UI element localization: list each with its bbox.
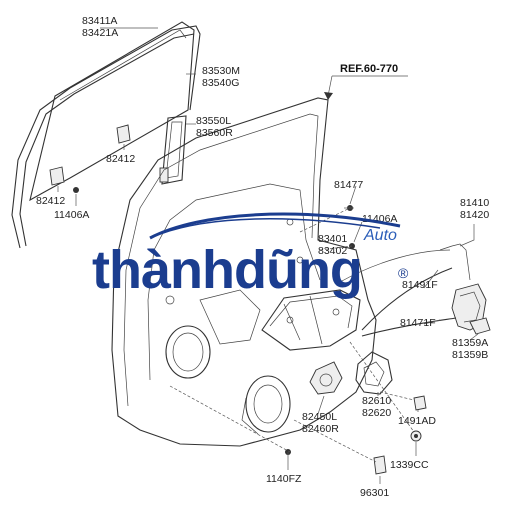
run-channel: [11, 25, 201, 249]
part-labels: REF.60-770 83411A 83421A 83530M 83540G 8…: [36, 15, 489, 499]
label-handle-2: 82620: [362, 407, 391, 419]
inner-handle: [355, 351, 393, 395]
label-regulator-2: 83402: [318, 245, 347, 257]
speaker-lower: [241, 375, 291, 435]
label-glass-1: 83411A: [82, 15, 117, 27]
label-run-channel-2: 83540G: [202, 77, 239, 89]
label-clip-top: 82412: [106, 153, 135, 165]
window-regulator: [261, 289, 361, 351]
bolt-lower-right-part: [413, 395, 427, 411]
regulator-motor: [309, 361, 343, 395]
ref-label: REF.60-770: [340, 63, 398, 75]
label-glass-2: 83421A: [82, 27, 118, 39]
label-actuator-1: 81359A: [452, 337, 488, 349]
ref-arrow: [324, 75, 408, 100]
screw-bottom-part: [373, 455, 387, 475]
bolt-bottom-part: [285, 449, 291, 462]
label-bolt-bottom: 1140FZ: [266, 473, 302, 485]
label-rear-channel-2: 83560R: [196, 127, 233, 139]
rear-glass-channel: [159, 115, 187, 185]
label-clip-left: 82412: [36, 195, 65, 207]
label-cable-lower: 81471F: [400, 317, 436, 329]
latch-cables: [339, 249, 457, 337]
label-clip-bottom: 1339CC: [390, 459, 429, 471]
label-motor-1: 82450L: [302, 411, 337, 423]
door-glass: [29, 21, 195, 202]
watermark-reg: ®: [398, 265, 409, 281]
label-screw-bottom: 96301: [360, 487, 389, 499]
label-run-channel-1: 83530M: [202, 65, 240, 77]
watermark-logo: thànhdũng Auto ®: [92, 212, 409, 300]
label-cable-upper: 81491F: [402, 279, 438, 291]
label-bolt-left: 11406A: [54, 209, 89, 221]
bolt-left: [73, 187, 79, 193]
label-rear-channel-1: 83550L: [196, 115, 231, 127]
label-bolt-lower-right: 1491AD: [398, 415, 436, 427]
watermark-brand: thànhdũng: [92, 240, 362, 300]
door-latch: [439, 243, 487, 331]
label-actuator-2: 81359B: [452, 349, 488, 361]
clip-left: [49, 166, 65, 186]
label-bolt-center: 81477: [334, 179, 363, 191]
label-motor-2: 82460R: [302, 423, 339, 435]
leader-lines: [57, 27, 479, 484]
watermark-sub: Auto: [363, 227, 397, 244]
clip-top: [116, 124, 131, 144]
latch-actuator: [469, 317, 491, 335]
label-regulator-1: 83401: [318, 233, 347, 245]
clip-bottom-part: [410, 430, 422, 442]
assembly-lines: [169, 207, 415, 463]
label-latch-2: 81420: [460, 209, 489, 221]
label-handle-1: 82610: [362, 395, 391, 407]
label-latch-1: 81410: [460, 197, 489, 209]
